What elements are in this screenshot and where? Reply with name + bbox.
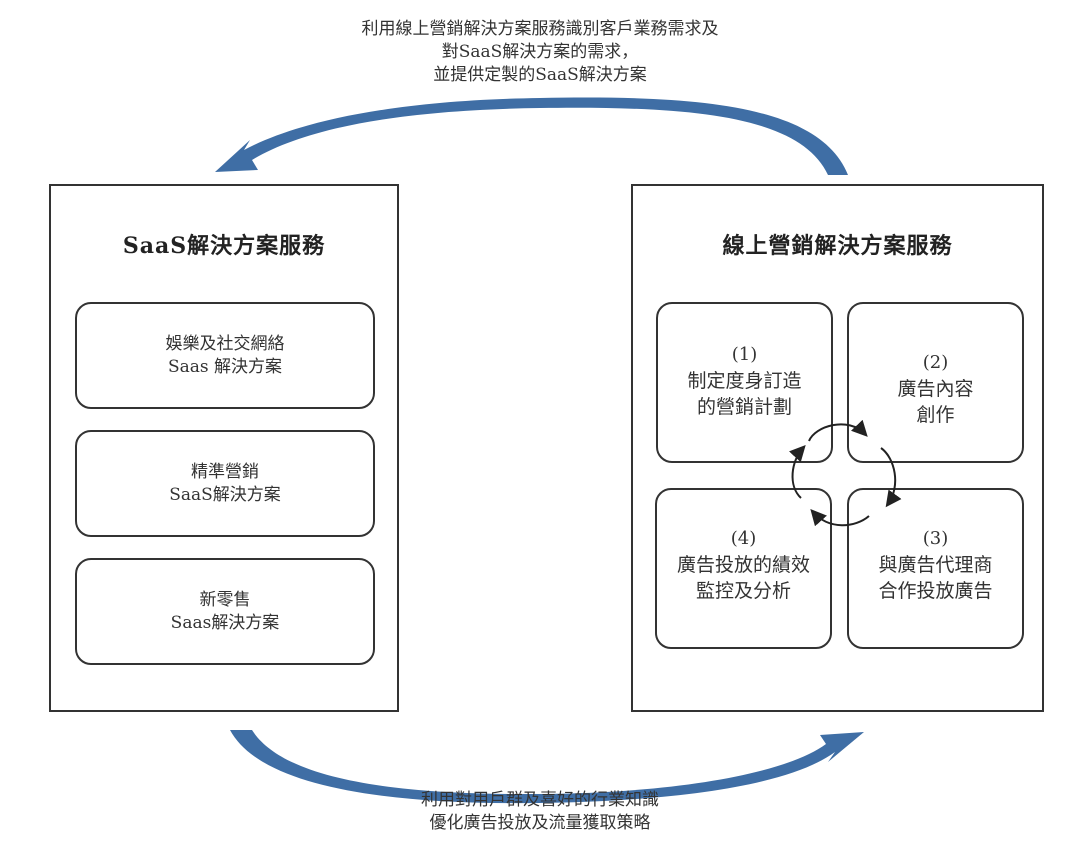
step-box-3: (3) 與廣告代理商 合作投放廣告 xyxy=(847,488,1024,649)
box-line: Saas 解決方案 xyxy=(167,356,283,377)
top-arrow-icon xyxy=(215,97,848,175)
step-line: 廣告內容 xyxy=(897,378,974,400)
bottom-caption-line: 利用對用戶群及喜好的行業知識 xyxy=(421,790,659,810)
top-caption: 利用線上營銷解決方案服務識別客戶業務需求及 對SaaS解決方案的需求， 並提供定… xyxy=(290,18,790,87)
saas-box-precision-marketing: 精準營銷 SaaS解決方案 xyxy=(75,430,375,537)
step-line: 創作 xyxy=(916,404,955,426)
step-line: 與廣告代理商 xyxy=(878,554,993,576)
bottom-arrow-icon xyxy=(230,730,864,804)
bottom-caption: 利用對用戶群及喜好的行業知識 優化廣告投放及流量獲取策略 xyxy=(290,789,790,835)
step-line: 廣告投放的績效 xyxy=(676,554,810,576)
step-number: (4) xyxy=(730,528,757,549)
bottom-caption-line: 優化廣告投放及流量獲取策略 xyxy=(429,813,651,833)
box-line: 精準營銷 xyxy=(191,461,259,482)
step-box-4: (4) 廣告投放的績效 監控及分析 xyxy=(655,488,832,649)
box-line: Saas解決方案 xyxy=(170,612,280,633)
step-box-2: (2) 廣告內容 創作 xyxy=(847,302,1024,463)
step-line: 監控及分析 xyxy=(695,580,791,602)
top-caption-line: 利用線上營銷解決方案服務識別客戶業務需求及 xyxy=(361,19,719,39)
cycle-arrows-icon xyxy=(788,419,902,527)
step-line: 的營銷計劃 xyxy=(696,396,792,418)
top-caption-line: 對SaaS解決方案的需求， xyxy=(441,42,639,62)
saas-solutions-panel: SaaS解決方案服務 娛樂及社交網絡 Saas 解決方案 精準營銷 SaaS解決… xyxy=(49,184,399,712)
step-number: (2) xyxy=(922,352,949,373)
step-line: 制定度身訂造 xyxy=(687,370,802,392)
step-number: (1) xyxy=(731,344,758,365)
box-line: 新零售 xyxy=(199,589,251,610)
saas-panel-title: SaaS解決方案服務 xyxy=(122,233,326,259)
step-line: 合作投放廣告 xyxy=(878,580,993,602)
top-caption-line: 並提供定製的SaaS解決方案 xyxy=(433,65,647,85)
online-marketing-panel-title: 線上營銷解決方案服務 xyxy=(722,233,953,259)
step-box-1: (1) 制定度身訂造 的營銷計劃 xyxy=(656,302,833,463)
saas-box-new-retail: 新零售 Saas解決方案 xyxy=(75,558,375,665)
box-line: SaaS解決方案 xyxy=(169,484,281,505)
box-line: 娛樂及社交網絡 xyxy=(165,333,285,354)
online-marketing-panel: 線上營銷解決方案服務 (1) 制定度身訂造 的營銷計劃 (2) 廣告內容 創作 … xyxy=(631,184,1044,712)
saas-box-entertainment-social: 娛樂及社交網絡 Saas 解決方案 xyxy=(75,302,375,409)
step-number: (3) xyxy=(922,528,949,549)
